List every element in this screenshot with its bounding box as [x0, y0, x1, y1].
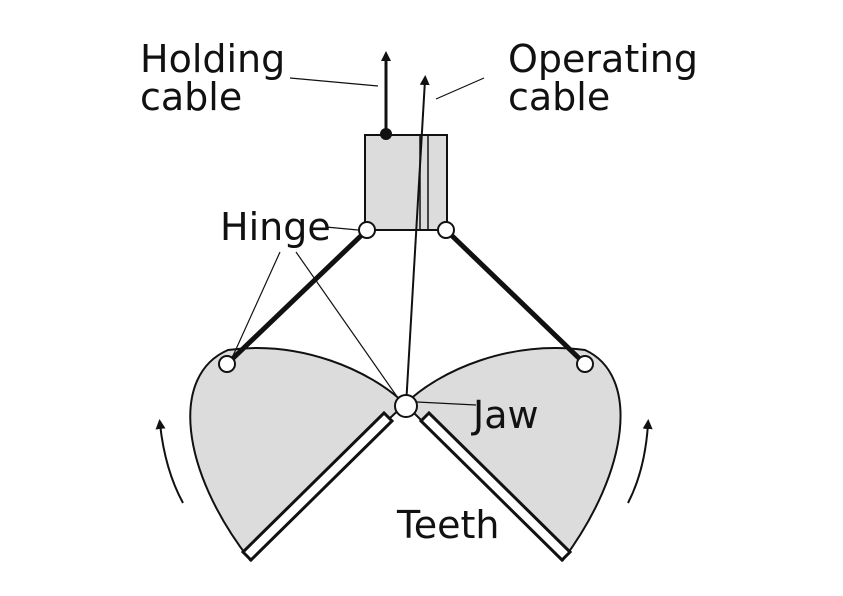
- hinge-center: [394, 394, 418, 418]
- hinge-top-right: [437, 221, 455, 239]
- label-operating-line1: Operating: [508, 37, 698, 81]
- right-arm: [443, 227, 588, 367]
- left-rotation-arrow: [155, 419, 184, 504]
- label-holding-line1: Holding: [140, 37, 285, 81]
- left-arm: [224, 227, 370, 367]
- leader-jaw: [416, 401, 477, 406]
- leader-hinge-center: [295, 251, 399, 399]
- leader-holding: [289, 77, 379, 87]
- label-teeth: Teeth: [396, 503, 500, 547]
- right-jaw: [403, 347, 622, 562]
- right-rotation-arrow: [627, 419, 653, 504]
- top-block: [364, 134, 448, 231]
- right-teeth: [418, 410, 573, 563]
- label-holding-line2: cable: [140, 75, 242, 119]
- label-jaw: Jaw: [471, 393, 539, 437]
- label-hinge: Hinge: [220, 205, 331, 249]
- hinge-left-jaw: [218, 355, 236, 373]
- leader-hinge-top: [325, 226, 359, 231]
- operating-cable: [405, 75, 430, 407]
- left-teeth: [240, 410, 395, 563]
- label-operating-line2: cable: [508, 75, 610, 119]
- hinge-top-left: [358, 221, 376, 239]
- holding-cable-anchor: [380, 128, 392, 140]
- leader-hinge-left: [231, 251, 281, 359]
- leader-operating: [435, 77, 485, 100]
- left-jaw: [189, 347, 407, 562]
- hinge-right-jaw: [576, 355, 594, 373]
